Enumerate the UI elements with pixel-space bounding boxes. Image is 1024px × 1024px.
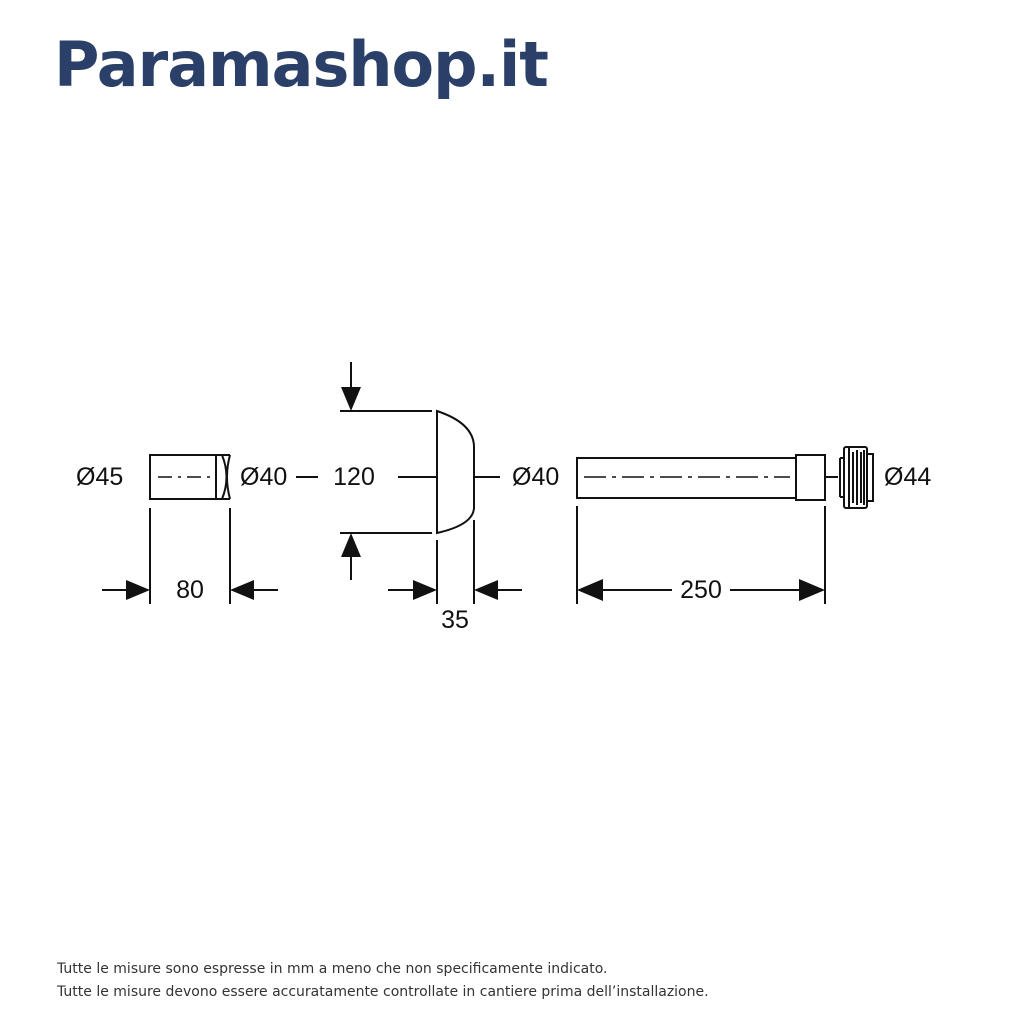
rosette-diameter-label: 120 [333,463,375,491]
pipe-length-label: 250 [680,576,722,604]
lip-seal-part [839,446,874,509]
arrow-left-icon [577,579,603,601]
arrow-right-icon [413,580,437,600]
sleeve-inner-diameter-label: Ø40 [240,463,287,491]
arrow-right-icon [799,579,825,601]
arrow-right-icon [126,580,150,600]
arrow-up-icon [341,533,361,557]
footer-note-verify: Tutte le misure devono essere accuratame… [57,984,709,1000]
brand-logo: Paramashop.it [54,28,549,101]
arrow-left-icon [474,580,498,600]
pipe-diameter-label: Ø40 [512,463,559,491]
footer-notes: Tutte le misure sono espresse in mm a me… [57,958,709,1004]
pipe-socket [795,454,826,501]
rosette-depth-label: 35 [441,606,469,634]
arrow-down-icon [341,387,361,411]
sleeve-length-label: 80 [176,576,204,604]
seal-diameter-label: Ø44 [884,463,931,491]
footer-note-units: Tutte le misure sono espresse in mm a me… [57,961,608,977]
sleeve-outer-diameter-label: Ø45 [76,463,123,491]
pipe-part [576,457,797,499]
rosette-part [436,409,475,535]
arrow-left-icon [230,580,254,600]
sleeve-part [149,454,231,500]
